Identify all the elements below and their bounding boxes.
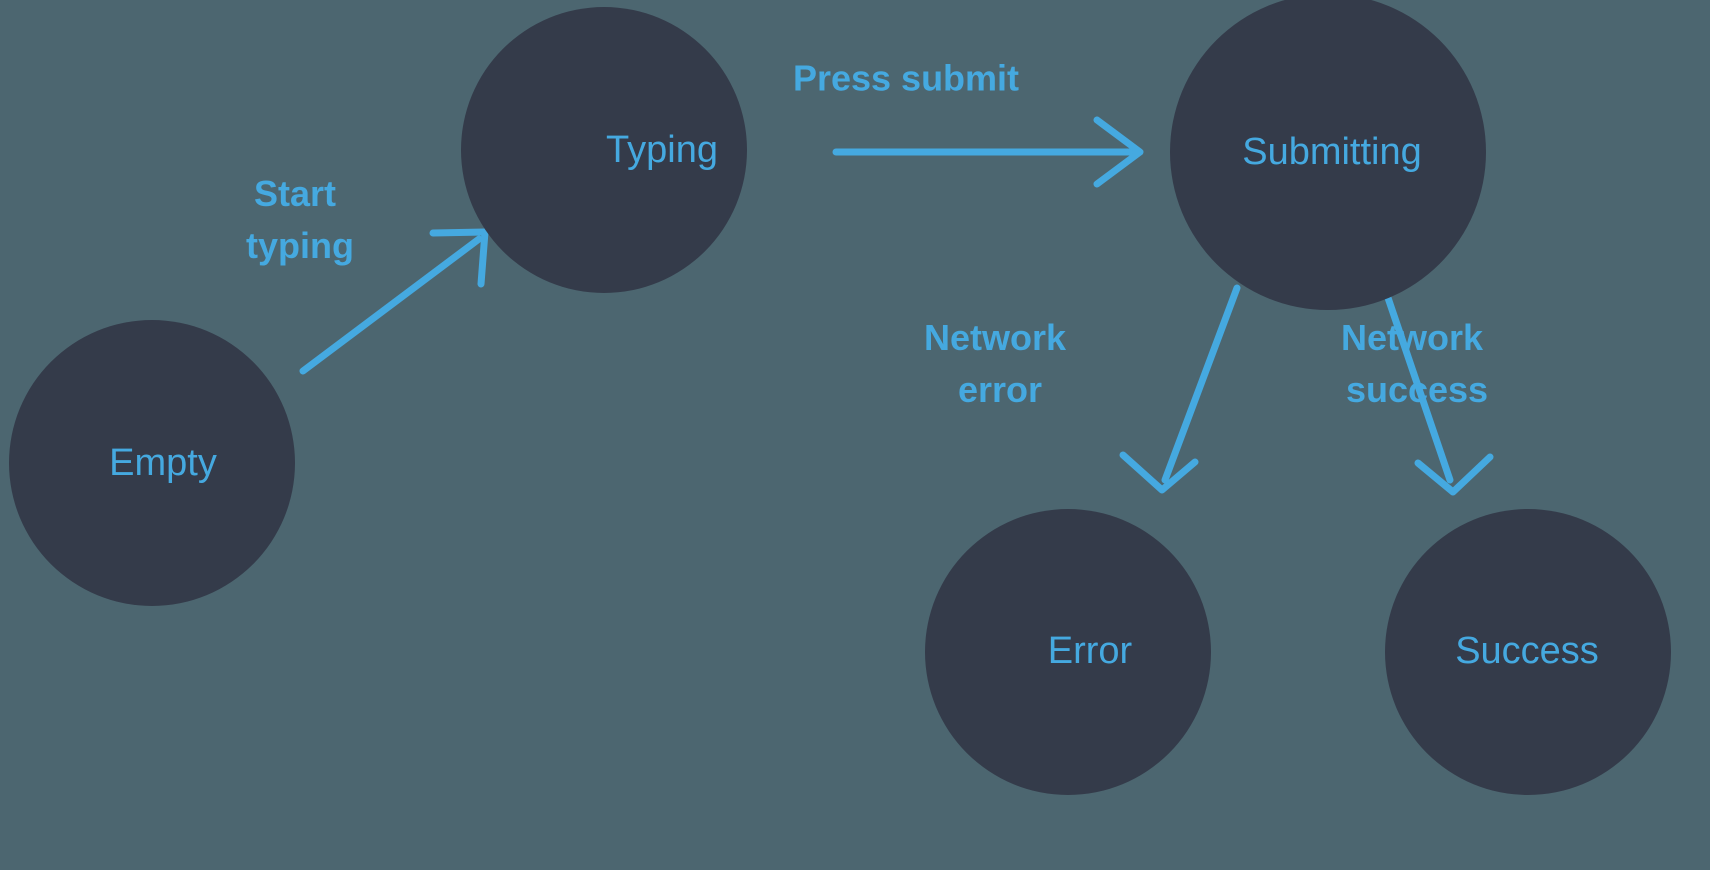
arrowhead-icon-press-submit: [1093, 116, 1144, 188]
transition-network-success-line: [1381, 285, 1454, 484]
arrowhead-icon-start-typing: [429, 228, 489, 288]
transition-label-start-typing-line1: Start: [254, 173, 336, 214]
transition-network-error: Network error: [924, 284, 1241, 494]
state-circle-success[interactable]: [1385, 509, 1671, 795]
arrowhead-icon-network-success: [1414, 453, 1494, 496]
transition-label-network-success: Network success: [1341, 317, 1493, 410]
state-node-success[interactable]: Success: [1385, 509, 1671, 795]
transition-label-network-error-line2: error: [958, 369, 1042, 410]
state-label-success: Success: [1455, 630, 1599, 672]
transition-network-error-line: [1161, 284, 1241, 484]
transition-label-network-error-line1: Network: [924, 317, 1067, 358]
state-node-error[interactable]: Error: [925, 509, 1211, 795]
transition-press-submit: Press submit: [793, 58, 1144, 188]
transition-label-network-error: Network error: [924, 317, 1076, 410]
state-label-empty: Empty: [109, 442, 217, 484]
transition-start-typing-line: [299, 235, 483, 375]
state-circle-error[interactable]: [925, 509, 1211, 795]
transition-label-network-success-line2: success: [1346, 369, 1488, 410]
transition-label-network-success-line1: Network: [1341, 317, 1484, 358]
state-node-typing[interactable]: Typing: [461, 7, 747, 293]
state-circle-submitting[interactable]: [1170, 0, 1486, 310]
transition-label-press-submit: Press submit: [793, 58, 1019, 99]
state-label-typing: Typing: [606, 129, 718, 171]
transition-label-start-typing: Start typing: [246, 173, 354, 266]
transition-network-success: Network success: [1341, 285, 1494, 496]
transition-start-typing: Start typing: [246, 173, 489, 375]
state-circle-empty[interactable]: [9, 320, 295, 606]
transition-label-start-typing-line2: typing: [246, 225, 354, 266]
state-label-error: Error: [1048, 630, 1133, 672]
state-circle-typing[interactable]: [461, 7, 747, 293]
arrowhead-icon-network-error: [1119, 451, 1199, 494]
state-label-submitting: Submitting: [1242, 131, 1422, 173]
state-node-submitting[interactable]: Submitting: [1170, 0, 1486, 310]
state-node-empty[interactable]: Empty: [9, 320, 295, 606]
